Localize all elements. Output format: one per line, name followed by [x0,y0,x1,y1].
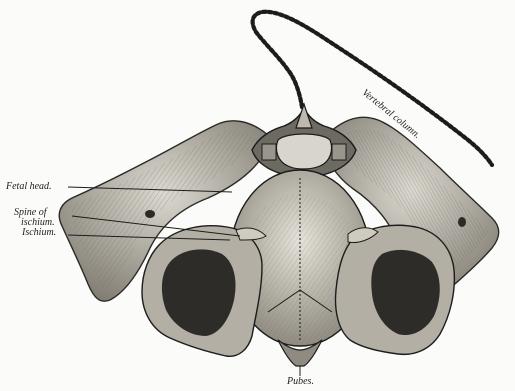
fetal-head-label: Fetal head. [6,182,52,192]
ischium-label: Ischium. [22,228,56,238]
pubes-label: Pubes. [287,377,314,387]
vertebra-lamina-left [262,144,276,160]
vertebra-lamina-right [332,144,346,160]
right-iliac-notch [458,217,466,227]
left-iliac-notch [145,210,155,218]
vertebra-body [276,134,331,169]
